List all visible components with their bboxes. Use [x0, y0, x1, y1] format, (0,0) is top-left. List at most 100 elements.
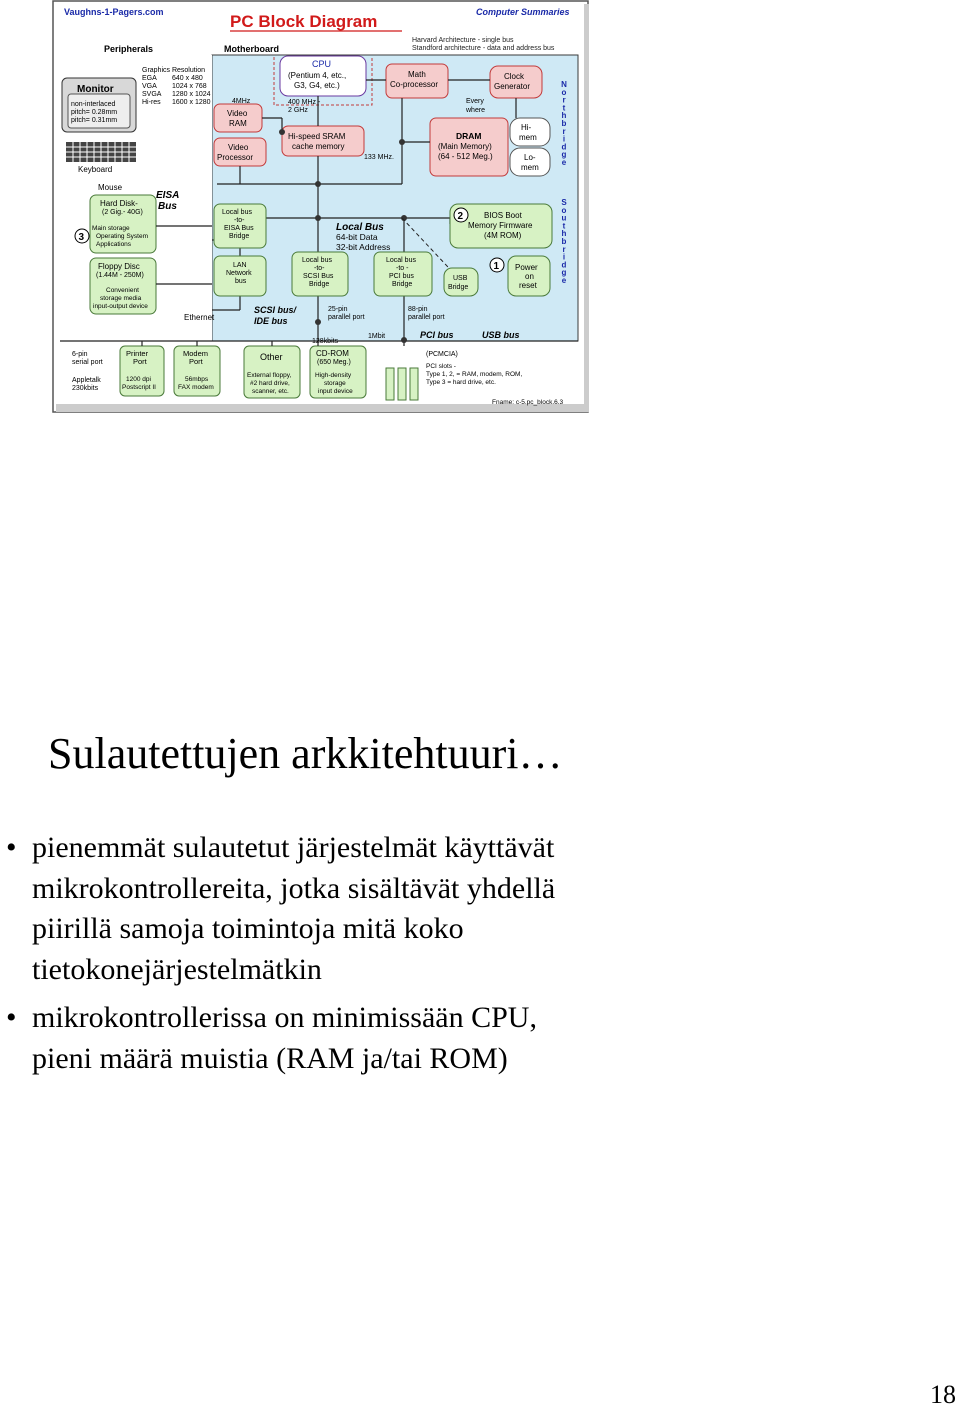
video-processor-box: Video Processor	[213, 137, 267, 167]
svg-text:parallel port: parallel port	[408, 314, 445, 321]
svg-text:(4M ROM): (4M ROM)	[484, 231, 522, 240]
svg-text:2 GHz: 2 GHz	[288, 107, 308, 114]
svg-text:VGA: VGA	[142, 83, 157, 90]
svg-text:where: where	[465, 107, 485, 114]
svg-text:-to -: -to -	[396, 265, 409, 272]
svg-text:25-pin: 25-pin	[328, 306, 348, 313]
math-coprocessor-box: Math Co-processor	[385, 63, 449, 99]
svg-text:2: 2	[458, 211, 464, 222]
northbridge-label: Northbridge	[560, 80, 569, 166]
svg-text:Modem: Modem	[183, 349, 208, 358]
bullet-icon: •	[6, 1001, 17, 1034]
power-reset-box: Power on reset	[507, 255, 551, 297]
svg-text:Monitor: Monitor	[77, 84, 114, 95]
bullet-item: • mikrokontrollerissa on minimissään CPU…	[0, 998, 700, 1079]
svg-text:Floppy Disc: Floppy Disc	[98, 262, 140, 271]
usb-bridge-box: USB Bridge	[443, 267, 479, 297]
svg-text:(1.44M - 250M): (1.44M - 250M)	[96, 272, 144, 279]
svg-text:BIOS Boot: BIOS Boot	[484, 211, 523, 220]
svg-text:PCI bus: PCI bus	[389, 273, 414, 280]
svg-text:Math: Math	[408, 70, 426, 79]
lomem-box: Lo- mem	[509, 147, 551, 177]
svg-text:Hi-res: Hi-res	[142, 99, 161, 106]
svg-text:Northbridge: Northbridge	[560, 80, 569, 166]
svg-text:Hard Disk-: Hard Disk-	[100, 199, 138, 208]
svg-text:3: 3	[79, 232, 85, 243]
harddisk-box: Hard Disk- (2 Gig.- 40G) Main storage Op…	[89, 194, 157, 254]
svg-text:Keyboard: Keyboard	[78, 165, 112, 174]
svg-text:Memory Firmware: Memory Firmware	[468, 221, 533, 230]
svg-text:4MHz: 4MHz	[232, 98, 251, 105]
southbridge-label: Southbridge	[560, 198, 569, 284]
svg-text:#2 hard drive,: #2 hard drive,	[250, 380, 290, 387]
local-bus-label: Local Bus 64-bit Data 32-bit Address	[336, 222, 390, 252]
svg-text:G3, G4, etc.): G3, G4, etc.)	[294, 81, 340, 90]
svg-text:-to-: -to-	[314, 265, 325, 272]
svg-text:PCI bus: PCI bus	[420, 330, 454, 340]
printer-box: Printer Port 1200 dpi Postscript II	[119, 345, 165, 397]
svg-text:USB bus: USB bus	[482, 330, 520, 340]
svg-text:Network: Network	[226, 270, 252, 277]
svg-text:Southbridge: Southbridge	[560, 198, 569, 284]
pci-slots	[385, 367, 419, 401]
svg-text:PCI slots -: PCI slots -	[426, 363, 456, 370]
cpu-box: CPU (Pentium 4, etc., G3, G4, etc.)	[279, 55, 367, 97]
svg-text:1280 x 1024: 1280 x 1024	[172, 91, 211, 98]
svg-text:Postscript II: Postscript II	[122, 384, 156, 391]
slide-heading: Sulautettujen arkkitehtuuri…	[48, 729, 563, 778]
svg-text:Generator: Generator	[494, 82, 530, 91]
svg-text:Type 3 = hard drive, etc.: Type 3 = hard drive, etc.	[426, 379, 496, 386]
svg-text:pitch= 0.28mm: pitch= 0.28mm	[71, 109, 117, 116]
svg-text:mem: mem	[521, 163, 539, 172]
svg-text:(Pentium 4, etc.,: (Pentium 4, etc.,	[288, 71, 346, 80]
monitor-icon: Monitor non-interlaced pitch= 0.28mm pit…	[61, 77, 137, 133]
svg-text:640 x 480: 640 x 480	[172, 75, 203, 82]
svg-text:input-output device: input-output device	[93, 303, 148, 310]
svg-text:(PCMCIA): (PCMCIA)	[426, 351, 458, 358]
svg-text:(64 - 512 Meg.): (64 - 512 Meg.)	[438, 152, 493, 161]
svg-text:1600 x 1280: 1600 x 1280	[172, 99, 211, 106]
svg-text:Lo-: Lo-	[524, 153, 536, 162]
svg-text:Video: Video	[227, 109, 248, 118]
svg-text:1200 dpi: 1200 dpi	[126, 376, 151, 383]
cdrom-box: CD-ROM (650 Meg.) High-density storage i…	[309, 345, 367, 399]
svg-text:storage: storage	[324, 380, 346, 387]
svg-text:bus: bus	[235, 278, 247, 285]
svg-text:Co-processor: Co-processor	[390, 80, 438, 89]
svg-text:88-pin: 88-pin	[408, 306, 428, 313]
svg-text:(650 Meg.): (650 Meg.)	[317, 359, 351, 366]
lan-box: LAN Network bus	[213, 255, 267, 297]
header-right: Computer Summaries	[476, 7, 570, 17]
svg-text:CD-ROM: CD-ROM	[316, 349, 349, 358]
number-1-marker: 1	[489, 257, 505, 273]
fname-label: Fname: c-5.pc_block.6.3	[492, 399, 564, 406]
clock-generator-box: Clock Generator	[489, 65, 543, 99]
scsi-bridge-box: Local bus -to- SCSI Bus Bridge	[291, 251, 349, 297]
dram-box: DRAM (Main Memory) (64 - 512 Meg.)	[429, 117, 509, 177]
svg-text:Local bus: Local bus	[302, 257, 332, 264]
svg-text:pitch= 0.31mm: pitch= 0.31mm	[71, 117, 117, 124]
svg-text:133 MHz.: 133 MHz.	[364, 154, 394, 161]
page-number: 18	[930, 1380, 956, 1409]
svg-text:Power: Power	[515, 263, 538, 272]
svg-text:Bridge: Bridge	[392, 281, 412, 288]
svg-text:serial port: serial port	[72, 359, 103, 366]
svg-text:Port: Port	[133, 357, 148, 366]
svg-text:230kbits: 230kbits	[72, 385, 99, 392]
header-left: Vaughns-1-Pagers.com	[64, 7, 164, 17]
svg-text:FAX modem: FAX modem	[178, 384, 214, 391]
svg-text:Processor: Processor	[217, 153, 253, 162]
svg-text:parallel port: parallel port	[328, 314, 365, 321]
other-box: Other External floppy, #2 hard drive, sc…	[243, 345, 301, 399]
svg-text:Local bus: Local bus	[222, 209, 252, 216]
svg-text:External floppy,: External floppy,	[247, 372, 292, 379]
svg-text:SVGA: SVGA	[142, 91, 162, 98]
modem-box: Modem Port 56mbps FAX modem	[173, 345, 221, 397]
svg-text:IDE bus: IDE bus	[254, 316, 288, 326]
svg-text:SCSI bus/: SCSI bus/	[254, 305, 298, 315]
svg-text:Printer: Printer	[126, 349, 149, 358]
svg-text:Operating System: Operating System	[96, 233, 148, 240]
himem-box: Hi- mem	[509, 117, 551, 147]
svg-text:6-pin: 6-pin	[72, 351, 88, 358]
svg-text:Video: Video	[228, 143, 249, 152]
